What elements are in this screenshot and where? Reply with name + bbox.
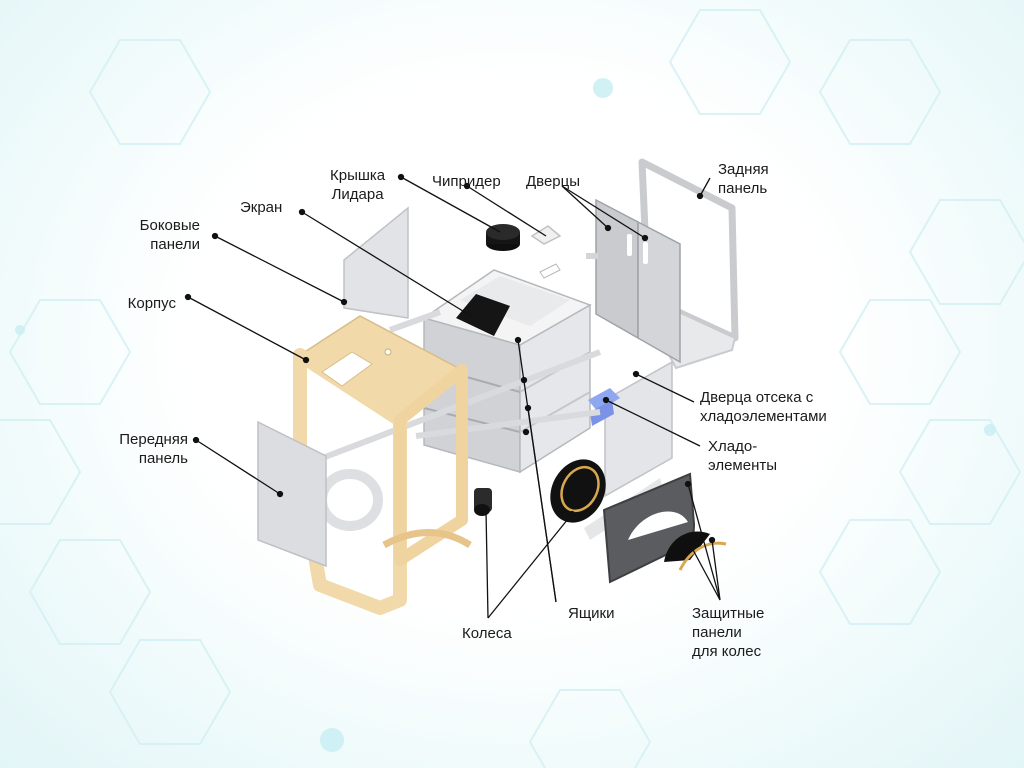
label-doors: Дверцы [526, 173, 581, 190]
chip-reader [530, 225, 562, 245]
label-wheels: Колеса [462, 625, 512, 642]
cooler-door [604, 360, 673, 498]
label-cooling-elements: Хладо-элементы [708, 438, 778, 474]
caster-wheel [474, 488, 492, 516]
label-drawers: Ящики [568, 605, 615, 622]
front-panel [257, 420, 327, 568]
side-panel [343, 206, 409, 319]
label-chip-reader: Чипридер [432, 173, 501, 190]
screen [456, 294, 510, 336]
lidar-cover [486, 224, 520, 251]
leader-lines [184, 173, 721, 619]
wheel-guards [584, 472, 727, 584]
label-body: Корпус [127, 295, 176, 312]
large-wheel [550, 459, 606, 523]
body-frame [293, 315, 472, 615]
label-screen: Экран [240, 199, 283, 216]
doors [586, 198, 681, 364]
